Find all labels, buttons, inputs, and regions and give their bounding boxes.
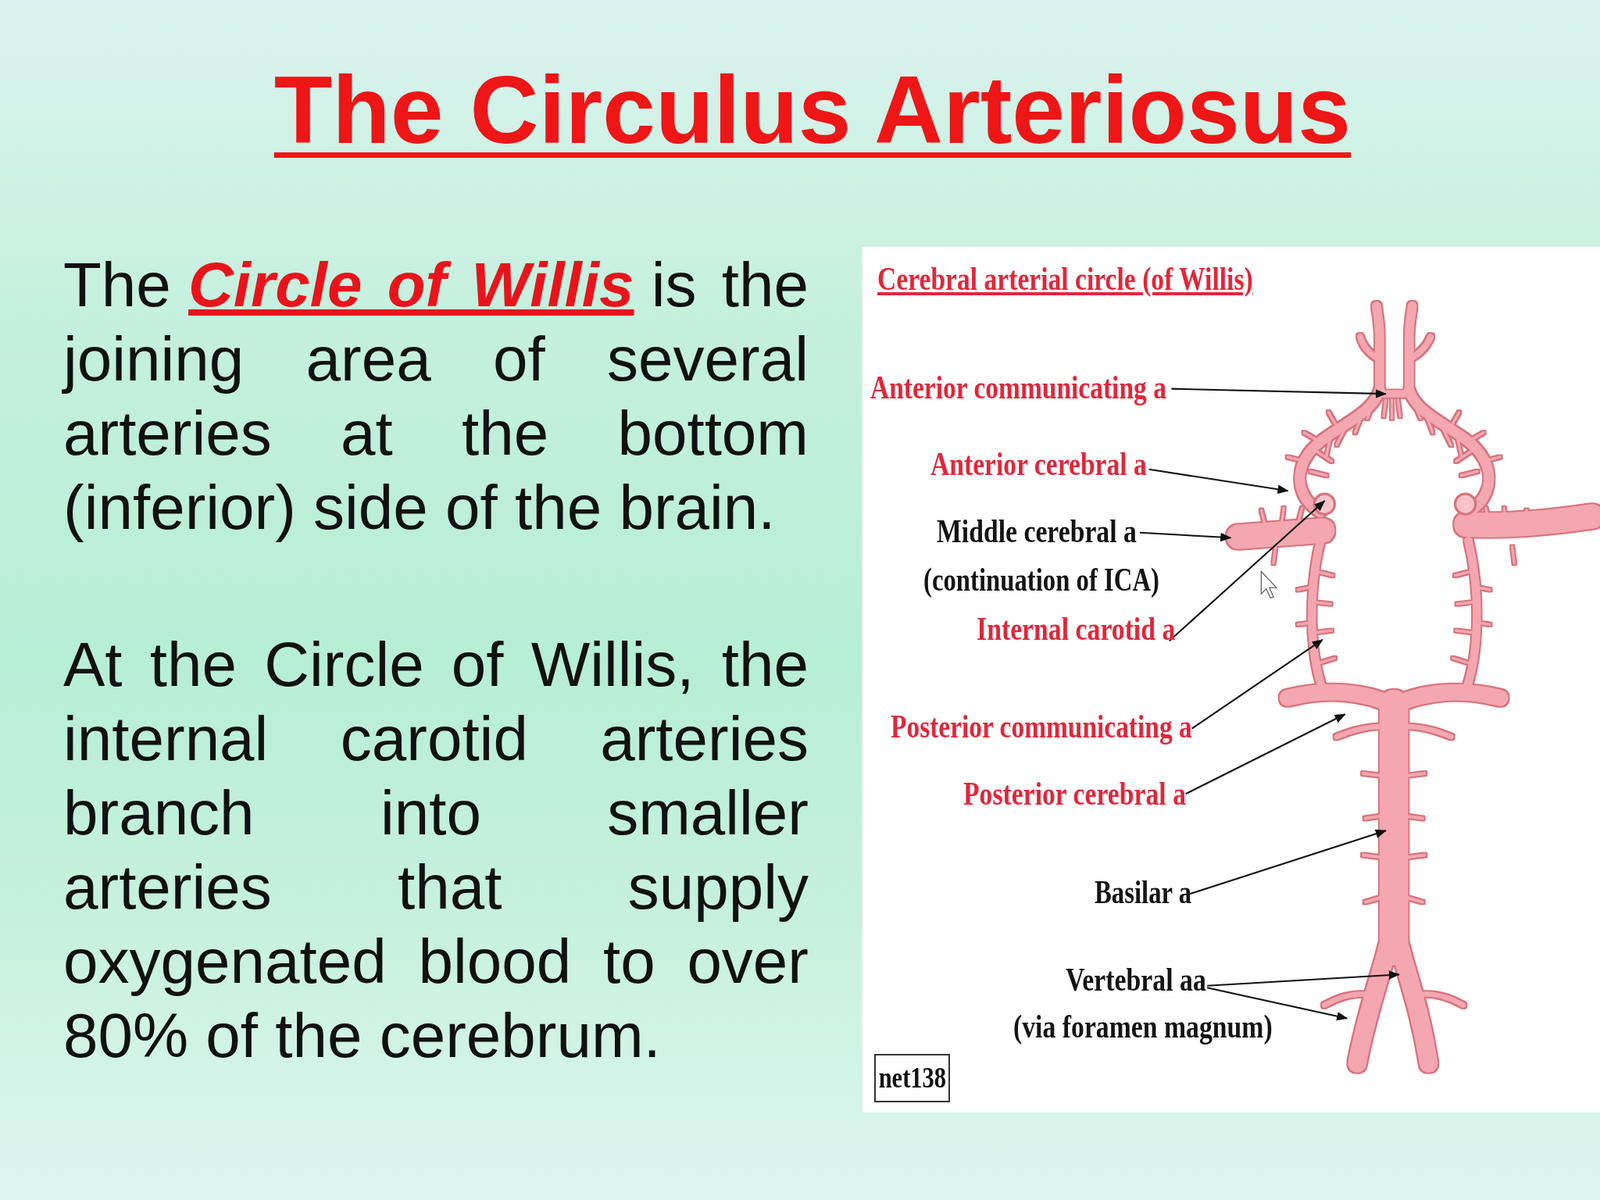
basilar-vessel (1379, 703, 1409, 951)
posterior-communicating-vessel (1311, 540, 1324, 692)
anterior-cerebral-vessel (1376, 306, 1380, 386)
source-tag-box: net138 (874, 1053, 950, 1102)
carotid-cut-end (1455, 493, 1476, 515)
artery-label: Basilar a (1094, 873, 1192, 911)
perforating-branches (1260, 400, 1527, 664)
body-paragraph: At the Circle of Willis, the internal ca… (63, 627, 809, 1073)
leader-arrow (1169, 500, 1325, 641)
leader-arrow (1207, 974, 1400, 986)
leader-arrow (1149, 469, 1289, 491)
figure-title: Cerebral arterial circle (of Willis) (877, 260, 1254, 298)
slide-title: The Circulus Arteriosus (274, 62, 1351, 158)
artery-label: Internal carotid a (976, 610, 1175, 648)
pontine-branches (1363, 773, 1425, 903)
posterior-communicating-vessel (1465, 540, 1478, 692)
vessel-branch (1360, 336, 1431, 360)
artery-label: Vertebral aa (1065, 960, 1207, 999)
body-paragraph: TheCircle of Willisis the joining area o… (63, 247, 809, 545)
artery-label: Middle cerebral a (936, 512, 1137, 550)
body-text: The (63, 250, 172, 320)
posterior-cerebral-vessel (1287, 692, 1394, 707)
leader-arrow (1189, 830, 1386, 894)
cerebellar-vessel (1324, 993, 1464, 1005)
artery-label: Posterior cerebral a (963, 775, 1186, 813)
vertebral-vessel (1400, 946, 1429, 1064)
leader-arrow (1139, 532, 1231, 539)
middle-cerebral-vessel (1239, 530, 1323, 537)
artery-note: (continuation of ICA) (923, 560, 1160, 599)
artery-label: Posterior communicating a (890, 707, 1193, 746)
artery-label: Anterior cerebral a (930, 445, 1147, 483)
highlighted-term: Circle of Willis (188, 250, 634, 320)
anterior-cerebral-vessel (1409, 306, 1413, 386)
artery-note: (via foramen magnum) (1013, 1007, 1273, 1046)
mouse-cursor (1260, 571, 1277, 598)
body-text: At the Circle of Willis, the internal ca… (63, 629, 809, 1071)
anterior-cerebral-vessel (1409, 389, 1490, 513)
leader-arrow (1171, 389, 1386, 395)
image-panel (862, 246, 1600, 1113)
source-tag: net138 (878, 1061, 946, 1095)
middle-cerebral-vessel (1466, 516, 1593, 525)
vertebral-vessel (1357, 946, 1388, 1064)
leader-arrow (1192, 639, 1323, 729)
artery-label: Anterior communicating a (870, 368, 1167, 407)
posterior-cerebral-vessel (1393, 692, 1500, 707)
anterior-cerebral-vessel (1300, 389, 1380, 513)
carotid-cut-end (1314, 493, 1335, 515)
leader-arrow (1185, 714, 1346, 794)
